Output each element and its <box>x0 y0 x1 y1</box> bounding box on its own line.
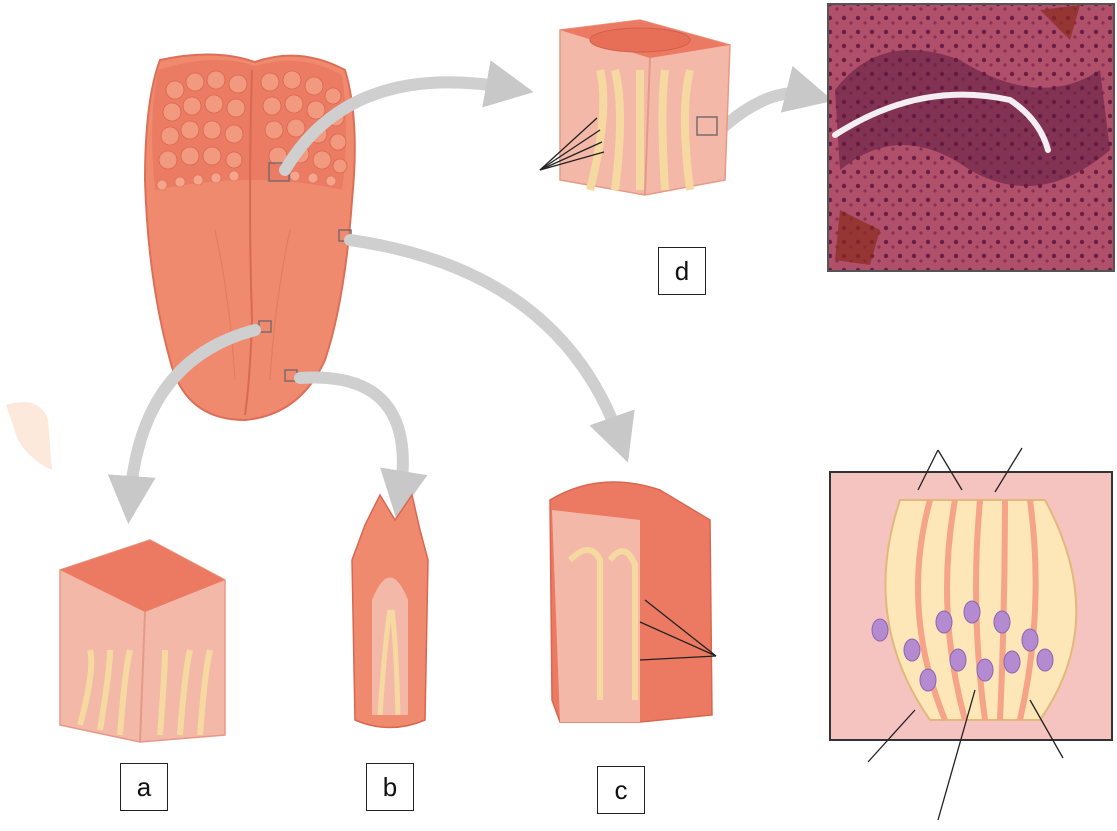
fungiform-papilla-illustration <box>60 540 225 742</box>
circumvallate-papilla-illustration <box>540 20 730 195</box>
foliate-papilla-illustration <box>550 482 716 722</box>
arrow-to-micrograph <box>720 93 810 130</box>
arrow-to-b <box>300 378 403 495</box>
micrograph-image <box>828 4 1114 271</box>
tongue-illustration <box>145 54 355 420</box>
taste-bud-illustration <box>830 448 1112 820</box>
label-d: d <box>658 247 706 295</box>
label-c: c <box>597 766 645 814</box>
edge-fragment <box>6 402 52 470</box>
filiform-papilla-illustration <box>352 495 428 728</box>
label-a: a <box>120 763 168 811</box>
label-b: b <box>366 763 414 811</box>
